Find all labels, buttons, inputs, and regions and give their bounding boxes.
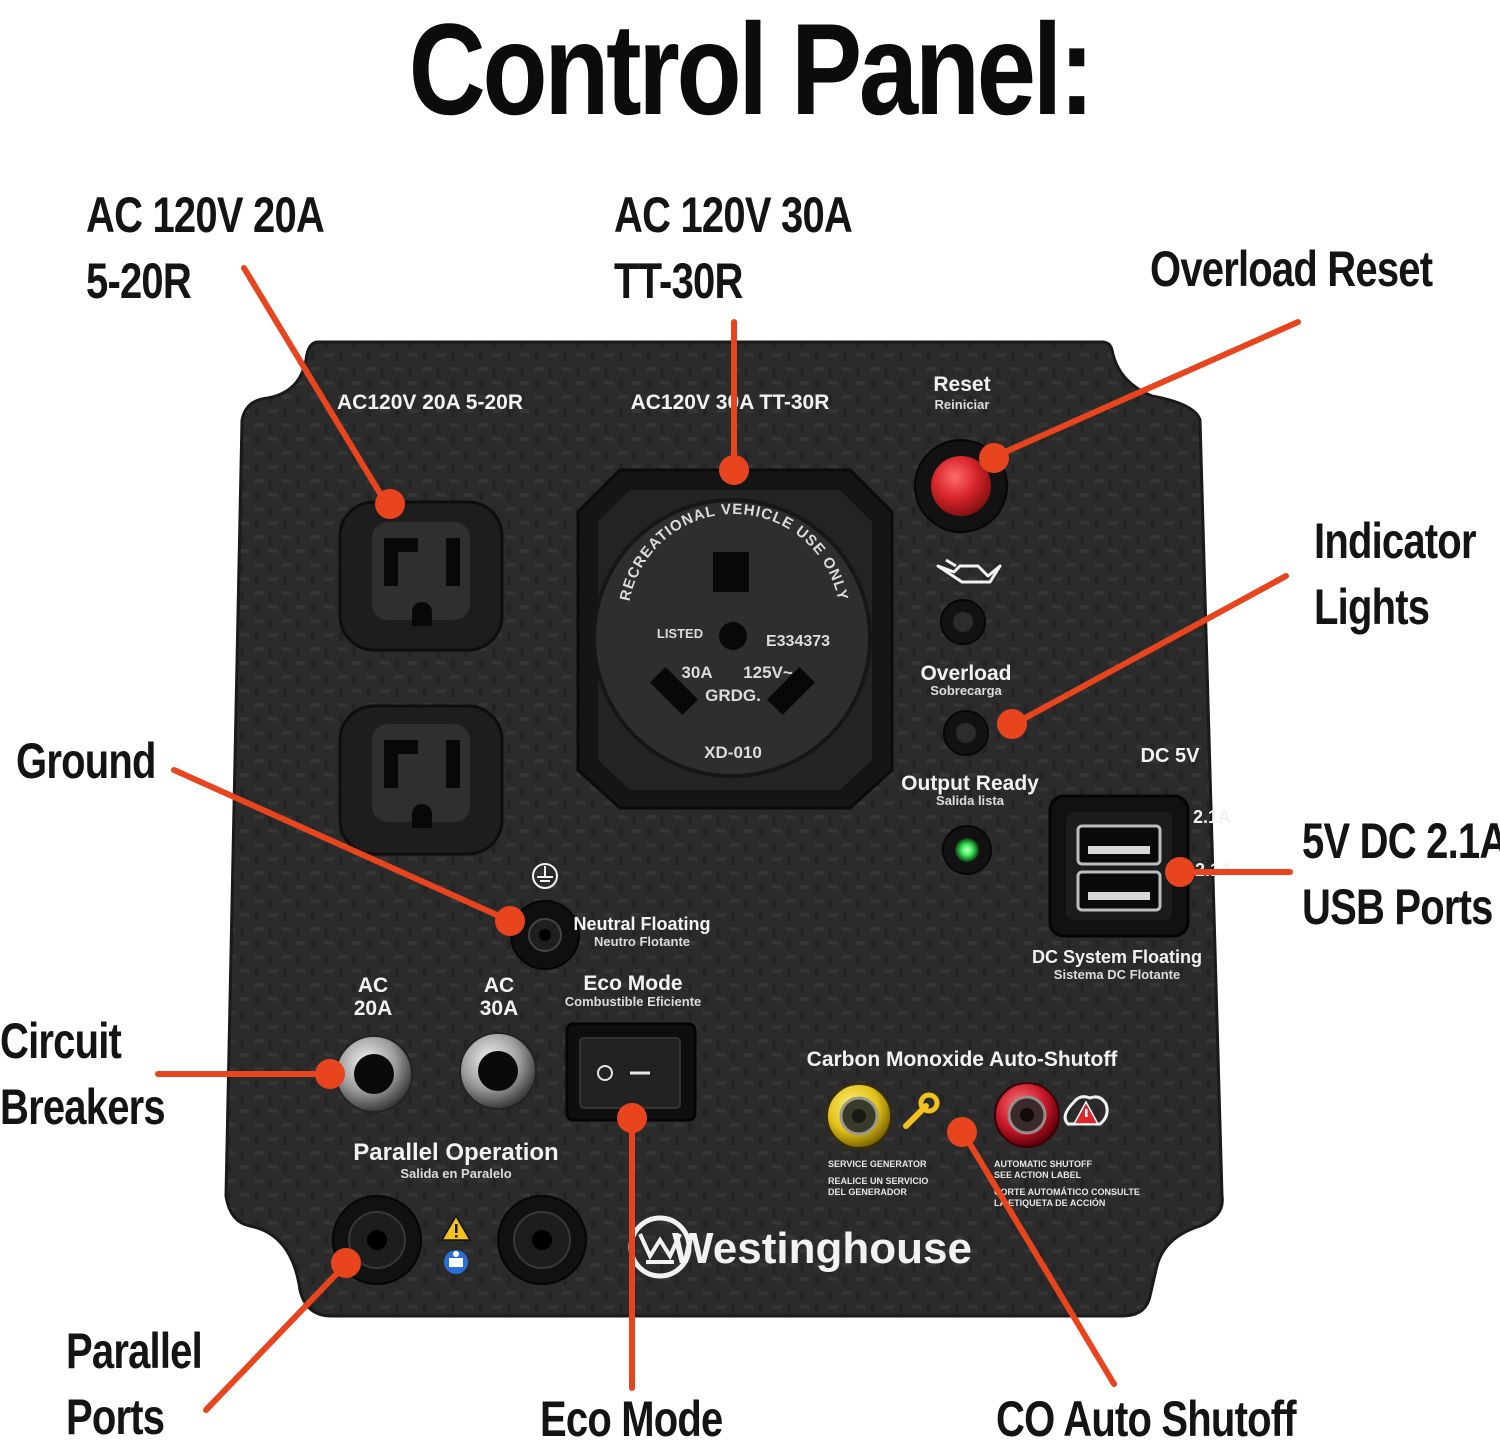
- outlet-5-20r-upper[interactable]: [338, 500, 504, 652]
- callout-outlet-20a-line1: AC 120V 20A: [86, 187, 325, 243]
- callout-overload-reset-line1: Overload Reset: [1150, 241, 1433, 297]
- leader-parallel: [203, 1261, 349, 1413]
- callout-indicator-lights: Indicator Lights: [1314, 508, 1477, 640]
- leader-dots: [315, 443, 1195, 1278]
- co-panel-label: Carbon Monoxide Auto-Shutoff: [807, 1048, 1119, 1071]
- output-ready-sublabel: Salida lista: [936, 793, 1005, 808]
- oil-warning-light: [940, 599, 986, 645]
- reset-label: Reset: [933, 373, 990, 396]
- co-warning-icon: [1063, 1095, 1109, 1126]
- overload-indicator-light: [943, 710, 989, 756]
- breaker-30a-label-line2: 30A: [480, 997, 519, 1020]
- leader-reset: [993, 319, 1301, 459]
- auto-caption-line2: SEE ACTION LABEL: [994, 1170, 1082, 1180]
- wrench-icon: [903, 1092, 940, 1129]
- receptacle-text-grdg: GRDG.: [705, 686, 761, 705]
- outlet-30a-panel-label: AC120V 30A TT-30R: [631, 391, 830, 414]
- warning-triangle-icon: [440, 1214, 472, 1241]
- breaker-20a-label-line2: 20A: [354, 997, 393, 1020]
- leader-indicator: [1011, 573, 1289, 727]
- usb-port-lower[interactable]: [1076, 870, 1162, 912]
- receptacle-text-code: E334373: [766, 633, 830, 650]
- service-caption-line1: SERVICE GENERATOR: [828, 1159, 927, 1169]
- oil-can-icon: [936, 558, 1002, 584]
- callout-parallel-ports: Parallel Ports: [66, 1318, 203, 1450]
- breaker-30a-label-line1: AC: [484, 974, 514, 997]
- usb-amp-label-1: 2.1A: [1193, 807, 1231, 827]
- co-shutoff-light: [994, 1082, 1060, 1148]
- leader-co: [961, 1131, 1117, 1387]
- parallel-operation-label: Parallel Operation: [353, 1139, 558, 1166]
- breaker-20a-label-line1: AC: [358, 974, 388, 997]
- service-caption-line3: DEL GENERADOR: [828, 1187, 907, 1197]
- service-generator-light: [826, 1083, 892, 1149]
- callout-outlet-30a-line1: AC 120V 30A: [614, 187, 853, 243]
- overload-sublabel: Sobrecarga: [930, 683, 1002, 698]
- callout-eco-mode-line1: Eco Mode: [540, 1391, 723, 1447]
- overload-label: Overload: [920, 662, 1011, 685]
- callout-circuit-breakers: Circuit Breakers: [0, 1008, 166, 1140]
- outlet-5-20r-lower[interactable]: [338, 704, 504, 856]
- dc-floating-label: DC System Floating: [1032, 947, 1202, 967]
- neutral-floating-label: Neutral Floating: [573, 914, 710, 934]
- auto-caption-line3: CORTE AUTOMÁTICO CONSULTE: [994, 1187, 1140, 1197]
- callout-usb-line2: USB Ports: [1302, 879, 1493, 935]
- leader-ground: [171, 767, 511, 923]
- callout-ground: Ground: [16, 728, 156, 794]
- dc-floating-sublabel: Sistema DC Flotante: [1054, 967, 1180, 982]
- receptacle-text-listed: LISTED: [657, 626, 703, 641]
- callout-usb-line1: 5V DC 2.1A: [1302, 813, 1500, 869]
- usb-port-upper[interactable]: [1076, 824, 1162, 866]
- page-title: Control Panel:: [408, 0, 1095, 142]
- eco-mode-panel-sublabel: Combustible Eficiente: [565, 994, 702, 1009]
- callout-usb: 5V DC 2.1A USB Ports: [1302, 808, 1500, 940]
- callout-parallel-ports-line1: Parallel: [66, 1323, 203, 1379]
- circuit-breaker-30a[interactable]: [459, 1032, 537, 1110]
- neutral-floating-sublabel: Neutro Flotante: [594, 934, 690, 949]
- callout-outlet-20a: AC 120V 20A 5-20R: [86, 182, 325, 314]
- auto-caption-line1: AUTOMATIC SHUTOFF: [994, 1159, 1092, 1169]
- outlet-tt-30r[interactable]: LISTED E334373 30A 125V~ GRDG. XD-010 RE…: [576, 468, 894, 810]
- callout-overload-reset: Overload Reset: [1150, 236, 1433, 302]
- leader-lines: [155, 265, 1301, 1413]
- ground-symbol-icon: [532, 863, 558, 889]
- circuit-breaker-20a[interactable]: [335, 1035, 413, 1113]
- callout-co-shutoff-line1: CO Auto Shutoff: [996, 1391, 1297, 1447]
- callout-outlet-30a-line2: TT-30R: [614, 253, 743, 309]
- brand-name: Westinghouse: [672, 1224, 972, 1273]
- reset-sublabel: Reiniciar: [935, 397, 990, 412]
- leader-outlet-20a: [241, 265, 387, 503]
- parallel-port-right[interactable]: [497, 1195, 587, 1285]
- receptacle-text-model: XD-010: [704, 743, 762, 762]
- output-ready-label: Output Ready: [901, 772, 1039, 795]
- outlet-20a-panel-label: AC120V 20A 5-20R: [337, 391, 523, 414]
- callout-ground-line1: Ground: [16, 733, 156, 789]
- dc-5v-label: DC 5V: [1141, 745, 1201, 767]
- auto-caption-line4: LA ETIQUETA DE ACCIÓN: [994, 1197, 1105, 1208]
- callout-outlet-20a-line2: 5-20R: [86, 253, 192, 309]
- receptacle-text-125v: 125V~: [743, 663, 793, 682]
- eco-mode-panel-label: Eco Mode: [583, 972, 682, 995]
- output-ready-light: [942, 825, 992, 875]
- callout-circuit-breakers-line2: Breakers: [0, 1079, 166, 1135]
- callout-eco-mode: Eco Mode: [540, 1386, 723, 1452]
- manual-read-icon: [444, 1250, 468, 1274]
- callout-co-shutoff: CO Auto Shutoff: [996, 1386, 1297, 1452]
- callout-parallel-ports-line2: Ports: [66, 1389, 165, 1445]
- callout-indicator-lights-line2: Lights: [1314, 579, 1430, 635]
- receptacle-text-30a: 30A: [681, 663, 712, 682]
- callout-indicator-lights-line1: Indicator: [1314, 513, 1477, 569]
- callout-circuit-breakers-line1: Circuit: [0, 1013, 122, 1069]
- parallel-operation-sublabel: Salida en Paralelo: [400, 1166, 511, 1181]
- service-caption-line2: REALICE UN SERVICIO: [828, 1176, 928, 1186]
- callout-outlet-30a: AC 120V 30A TT-30R: [614, 182, 853, 314]
